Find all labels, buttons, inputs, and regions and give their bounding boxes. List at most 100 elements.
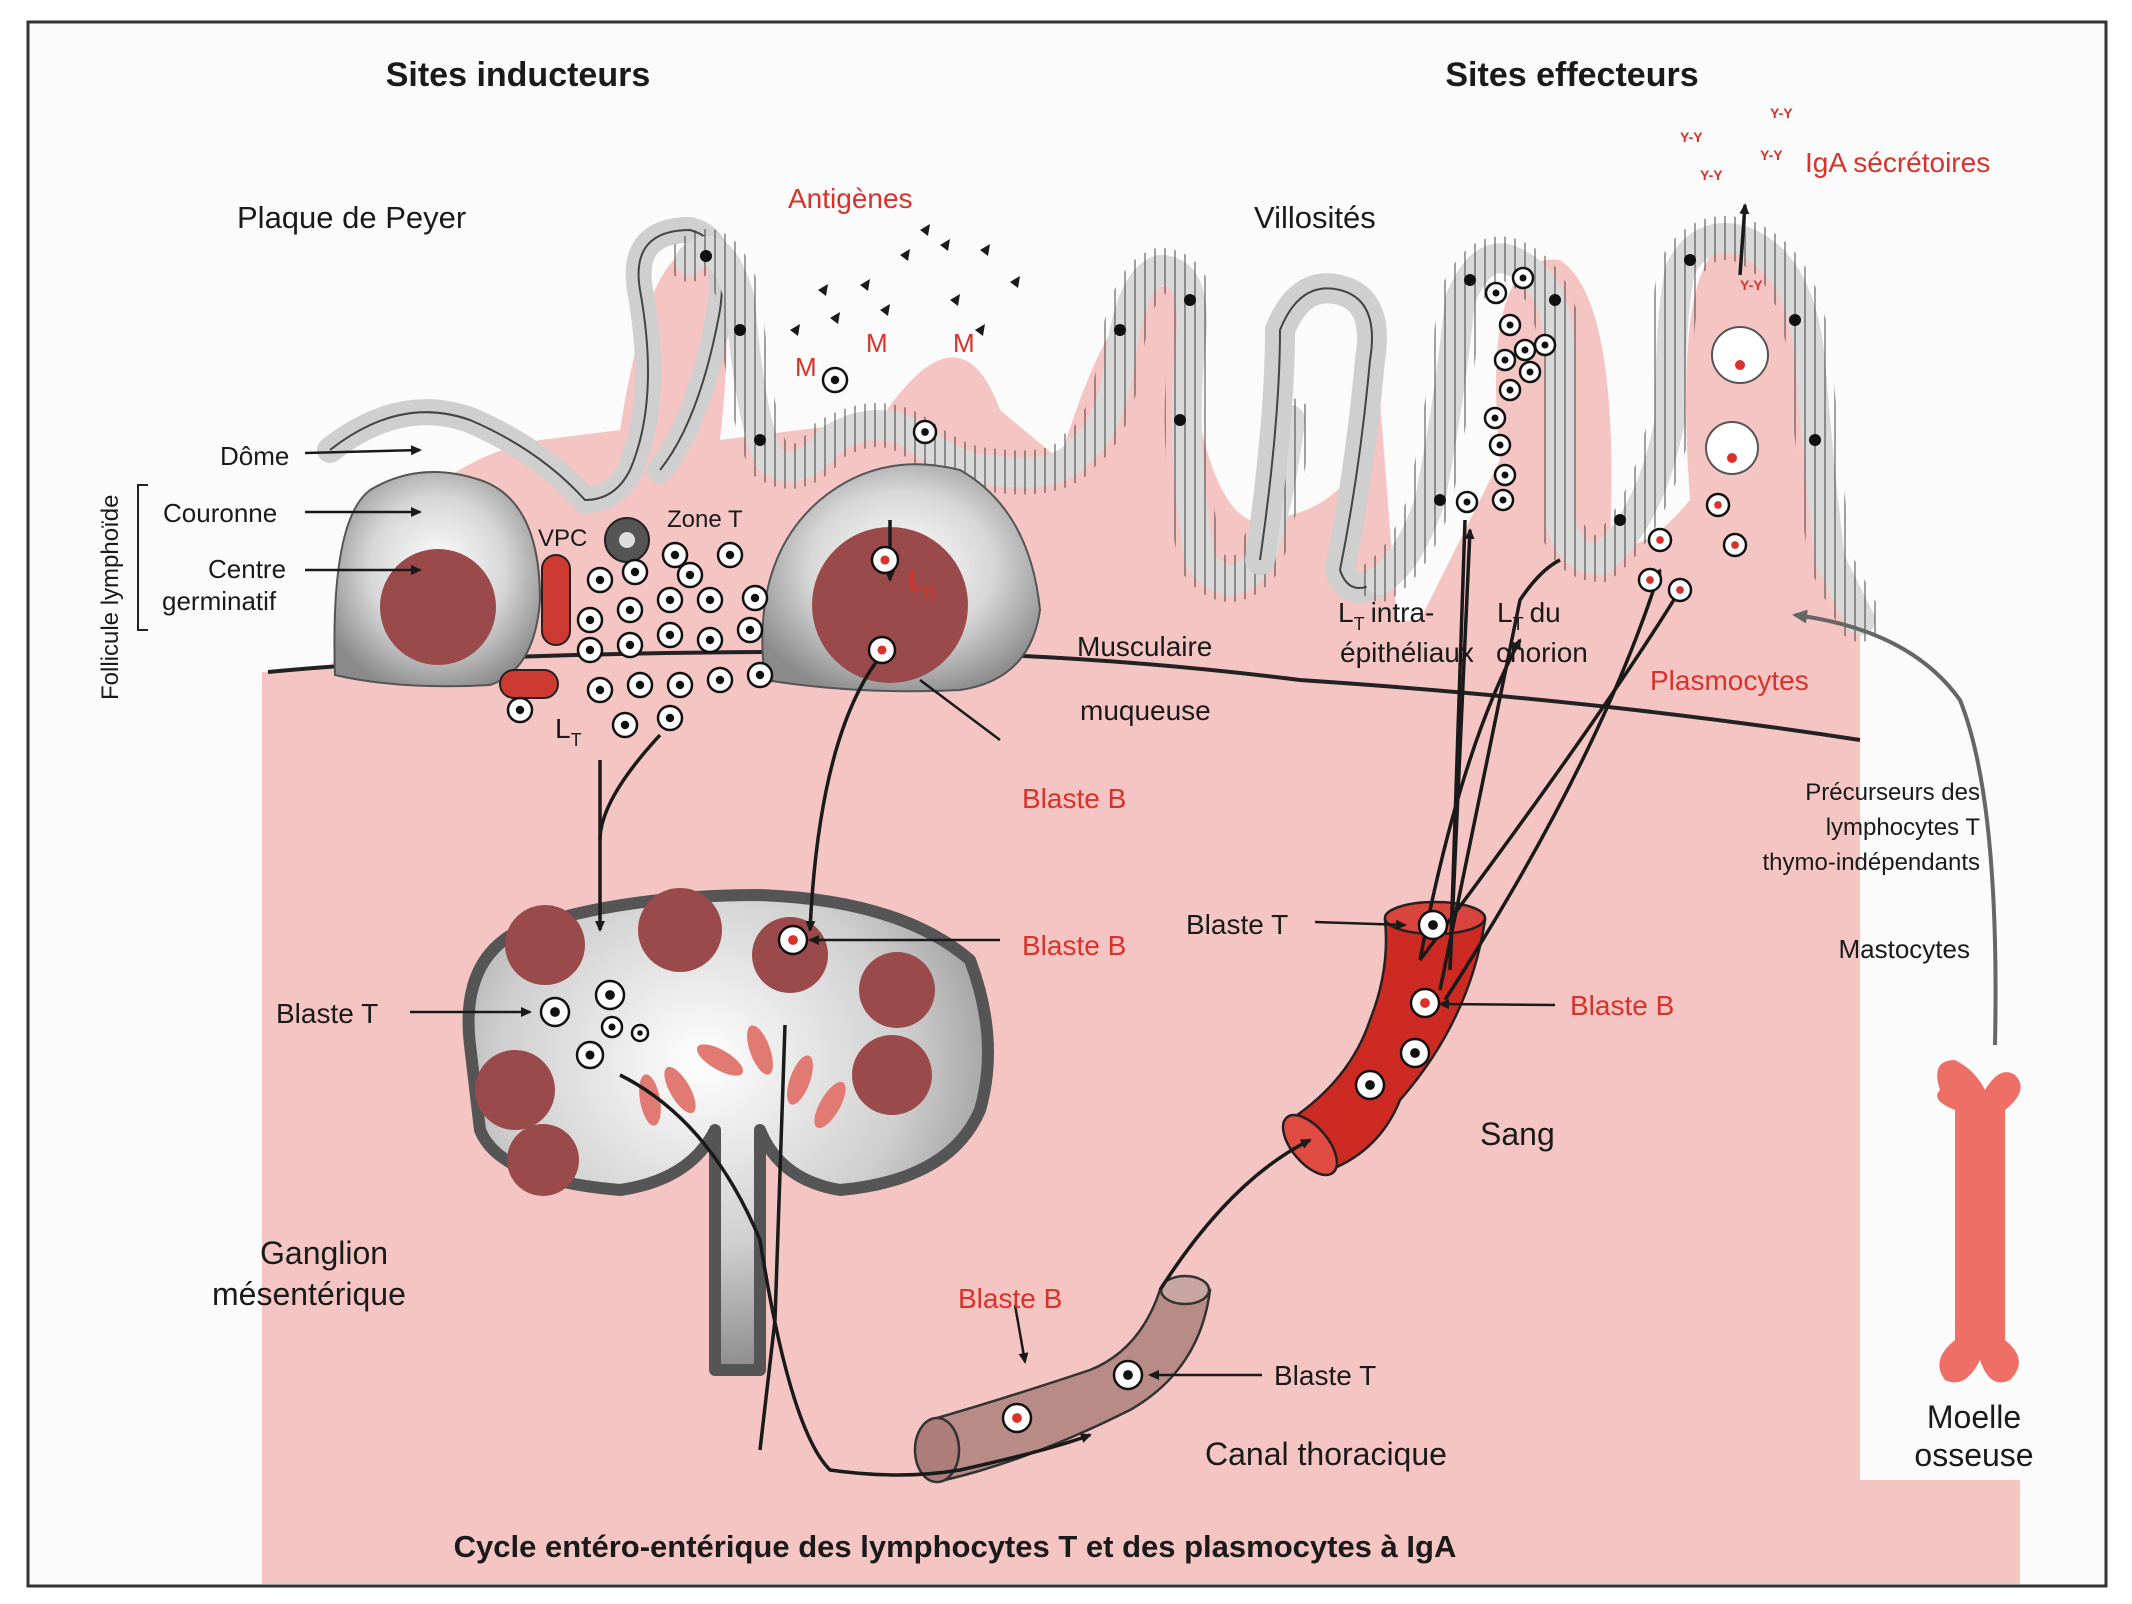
label-muscularis-2: muqueuse — [1080, 695, 1211, 726]
label-follicule: Follicule lymphoïde — [97, 495, 124, 700]
villus-lymphocyte — [1513, 338, 1537, 362]
antigen-particle — [1010, 276, 1020, 288]
lymphocyte-cell — [586, 566, 614, 594]
lymphocyte-cell — [656, 586, 684, 614]
antigen-particle — [920, 224, 930, 236]
lymphocyte-cell — [616, 631, 644, 659]
plasmocyte — [1667, 577, 1693, 603]
duct-b-blast — [1001, 1402, 1033, 1434]
lymphocyte-cell — [661, 541, 689, 569]
follicle-bracket — [137, 484, 148, 631]
iga-glyph: Y-Y — [1700, 167, 1723, 183]
label-ganglion-1: Ganglion — [260, 1235, 388, 1271]
label-lb: LB — [908, 565, 936, 602]
plasmocyte — [1722, 532, 1748, 558]
label-zone-t: Zone T — [667, 506, 743, 533]
blood-b-blast — [1409, 987, 1441, 1019]
antigen-particle — [790, 324, 800, 336]
node-follicle — [475, 1050, 555, 1130]
villus-lymphocyte — [1498, 313, 1522, 337]
blood-cell — [1354, 1069, 1386, 1101]
heading-inducers: Sites inducteurs — [386, 56, 651, 94]
label-muscularis-1: Musculaire — [1077, 631, 1212, 662]
medullary-cord — [747, 1025, 773, 1075]
label-ganglion-2: mésentérique — [212, 1276, 406, 1312]
label-lt-chorion-2: chorion — [1496, 637, 1588, 668]
antigen-particle — [880, 304, 890, 316]
lymphocyte-cell — [666, 671, 694, 699]
lymphocyte-cell — [656, 704, 684, 732]
lymphocyte-cell — [696, 586, 724, 614]
label-centre: Centre — [208, 554, 286, 584]
villus-lymphocyte — [1498, 378, 1522, 402]
label-couronne: Couronne — [163, 498, 277, 528]
lymphocyte-cell — [621, 558, 649, 586]
lymphocyte-cell — [506, 696, 534, 724]
b-cell — [867, 635, 897, 665]
villus-lymphocyte — [1484, 281, 1508, 305]
label-blaste-t-3: Blaste T — [1274, 1360, 1376, 1391]
medullary-cord — [664, 1066, 696, 1114]
iga-glyph: Y-Y — [1760, 147, 1783, 163]
migration-arrows — [595, 203, 1750, 1477]
blood-cell — [1399, 1037, 1431, 1069]
vpc-vessels — [499, 554, 571, 699]
label-precursors-1: Précurseurs des — [1805, 779, 1980, 806]
label-blaste-t-1: Blaste T — [276, 998, 378, 1029]
villus-lymphocyte — [1533, 333, 1557, 357]
label-moelle-1: Moelle — [1927, 1399, 2021, 1435]
m-cell-lymphocyte — [821, 366, 849, 394]
villus-lymphocyte — [1483, 406, 1507, 430]
label-germinatif: germinatif — [162, 586, 277, 616]
label-peyer: Plaque de Peyer — [237, 200, 466, 235]
lymphocyte-cell — [576, 606, 604, 634]
label-blaste-b-4: Blaste B — [958, 1283, 1062, 1314]
villus-lymphocyte — [1493, 348, 1517, 372]
iga-glyph: Y-Y — [1740, 277, 1763, 293]
duct-t-blast — [1112, 1359, 1144, 1391]
b-cell — [870, 545, 900, 575]
antigen-particle — [980, 244, 990, 256]
label-iga: IgA sécrétoires — [1805, 147, 1990, 178]
label-vpc: VPC — [538, 525, 587, 552]
label-lt: LT — [555, 713, 582, 750]
node-t-blast — [539, 996, 571, 1028]
label-m-cell-2: M — [866, 328, 888, 358]
villus-lymphocyte — [1511, 266, 1535, 290]
lymphocyte-cell — [696, 626, 724, 654]
medullary-cord — [696, 1044, 744, 1076]
lymphocyte-cell — [586, 676, 614, 704]
node-follicle — [505, 905, 585, 985]
lymphocyte-cluster — [506, 541, 774, 739]
germinal-center-right — [812, 527, 968, 683]
node-t-cell — [600, 1015, 624, 1039]
medullary-cord — [787, 1055, 813, 1105]
lymphocyte-cell — [676, 561, 704, 589]
lymphocyte-cell — [616, 596, 644, 624]
label-dome: Dôme — [220, 441, 289, 471]
antigen-particle — [860, 279, 870, 291]
antigen-particle — [830, 312, 840, 324]
node-t-cell — [630, 1023, 650, 1043]
node-follicle — [507, 1124, 579, 1196]
node-follicle — [638, 888, 722, 972]
figure-caption: Cycle entéro-entérique des lymphocytes T… — [454, 1529, 1457, 1564]
node-t-cell — [594, 979, 626, 1011]
label-m-cell-1: M — [795, 352, 817, 382]
label-blaste-b-3: Blaste B — [1570, 990, 1674, 1021]
label-antigens: Antigènes — [788, 183, 913, 214]
plasmocyte — [1637, 567, 1663, 593]
villus-lymphocyte — [1491, 488, 1515, 512]
mesenteric-node — [462, 889, 994, 1376]
lymphocyte-cell — [611, 711, 639, 739]
dome-cell — [912, 419, 938, 445]
villus-lymphocyte — [1518, 360, 1542, 384]
label-m-cell-3: M — [953, 328, 975, 358]
label-precursors-2: lymphocytes T — [1826, 814, 1981, 841]
antigen-particle — [818, 284, 828, 296]
iga-glyph: Y-Y — [1770, 105, 1793, 121]
label-plasmocytes: Plasmocytes — [1650, 665, 1809, 696]
pointer-lines — [304, 445, 1556, 1380]
label-mastocytes: Mastocytes — [1839, 934, 1971, 964]
